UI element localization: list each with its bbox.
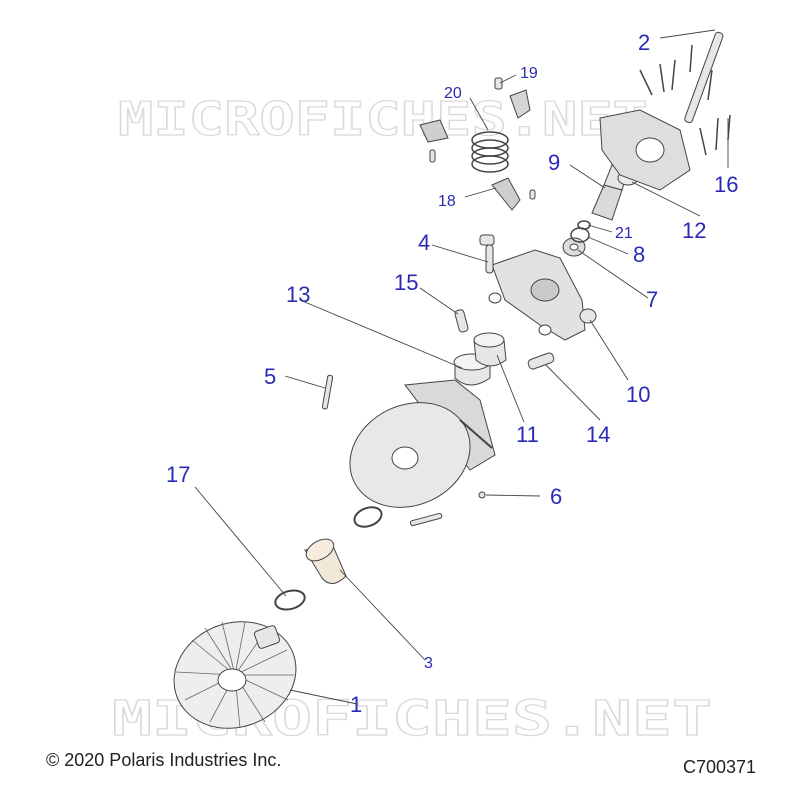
shift-weight-part (419, 119, 449, 143)
callout-19: 19 (520, 65, 538, 82)
callout-10: 10 (626, 382, 650, 407)
callout-labels: 1 2 3 4 5 6 7 8 9 10 11 12 13 14 15 16 1… (166, 30, 738, 717)
bushing-11-part (473, 332, 507, 367)
spider-housing-part (488, 249, 586, 341)
set-screw-part (478, 491, 486, 499)
small-pin-part (429, 149, 436, 163)
roller-19-part (509, 89, 531, 119)
snap-ring-part (274, 589, 306, 611)
callout-16: 16 (714, 172, 738, 197)
callout-14: 14 (586, 422, 610, 447)
leader-lines (194, 29, 729, 705)
long-pin-part (321, 374, 334, 410)
pivot-pin-part (485, 244, 494, 274)
callout-2: 2 (638, 30, 650, 55)
callout-5: 5 (264, 364, 276, 389)
shift-weight-18-part (491, 177, 521, 211)
spring-20-part (471, 131, 509, 173)
callout-11: 11 (516, 422, 539, 447)
cover-plate-part (599, 109, 691, 191)
callout-12: 12 (682, 218, 706, 243)
callout-8: 8 (633, 242, 645, 267)
roller-pin-19-part (494, 77, 503, 90)
copyright-text: © 2020 Polaris Industries Inc. (46, 750, 282, 770)
cover-bolts-part (639, 44, 731, 156)
pin-cap-part (479, 234, 495, 246)
moveable-sheave-part (349, 379, 496, 508)
figure-id: C700371 (683, 757, 757, 777)
bushing-part (304, 538, 347, 584)
weight-pin-part (529, 189, 536, 200)
callout-13: 13 (286, 282, 310, 307)
callout-7: 7 (646, 287, 658, 312)
callout-6: 6 (550, 484, 562, 509)
callout-3: 3 (424, 655, 433, 672)
pin-part (409, 512, 443, 527)
o-ring-21-part (577, 220, 591, 230)
spring-pin-part (454, 309, 469, 333)
callout-15: 15 (394, 270, 418, 295)
callout-17: 17 (166, 462, 190, 487)
callout-21: 21 (615, 225, 633, 242)
callout-20: 20 (444, 85, 462, 102)
callout-9: 9 (548, 150, 560, 175)
callout-1: 1 (350, 692, 362, 717)
watermark-top: MICROFICHES.NET (118, 92, 648, 146)
retaining-ring-part (353, 506, 383, 528)
callout-4: 4 (418, 230, 430, 255)
spacer-washer-part (579, 308, 597, 324)
fixed-sheave-part (173, 621, 297, 729)
long-bolt-part (684, 31, 724, 124)
callout-18: 18 (438, 193, 456, 210)
roller-pin-part (527, 352, 555, 370)
